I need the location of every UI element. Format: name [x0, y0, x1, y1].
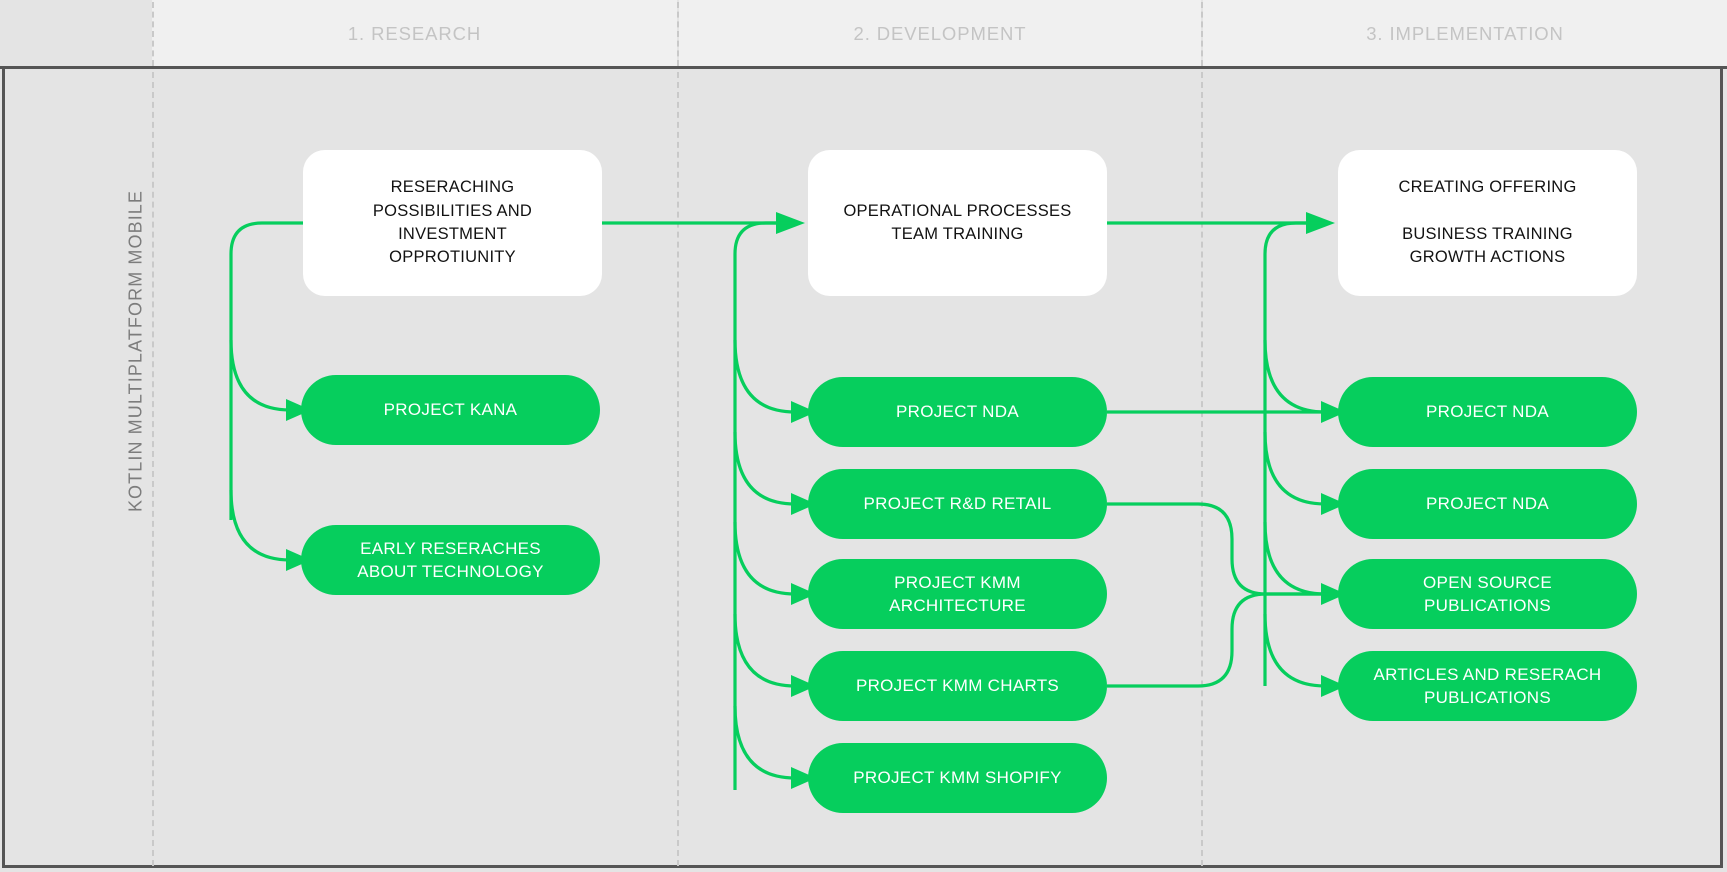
- pill-impl-project-nda-2[interactable]: PROJECT NDA: [1338, 469, 1637, 539]
- header-divider-1: [152, 2, 154, 66]
- pill-dev-project-kmm-shopify[interactable]: PROJECT KMM SHOPIFY: [808, 743, 1107, 813]
- swimlane-divider-3: [1201, 72, 1203, 866]
- pill-impl-open-source-publications-text: OPEN SOURCE PUBLICATIONS: [1423, 572, 1552, 615]
- header-divider-2: [677, 2, 679, 66]
- column-header-band: 1. RESEARCH 2. DEVELOPMENT 3. IMPLEMENTA…: [0, 0, 1727, 68]
- pill-dev-project-kmm-charts-text: PROJECT KMM CHARTS: [855, 676, 1060, 696]
- pill-impl-project-nda-2-text: PROJECT NDA: [1426, 494, 1549, 514]
- column-header-development: 2. DEVELOPMENT: [679, 0, 1201, 68]
- card-implementation-text: CREATING OFFERING BUSINESS TRAINING GROW…: [1398, 178, 1577, 267]
- column-header-implementation: 3. IMPLEMENTATION: [1203, 0, 1727, 68]
- pill-dev-project-rd-retail[interactable]: PROJECT R&D RETAIL: [808, 469, 1107, 539]
- card-implementation[interactable]: CREATING OFFERING BUSINESS TRAINING GROW…: [1338, 150, 1637, 296]
- pill-dev-project-kmm-shopify-text: PROJECT KMM SHOPIFY: [853, 768, 1062, 788]
- pill-impl-open-source-publications[interactable]: OPEN SOURCE PUBLICATIONS: [1338, 559, 1637, 629]
- swimlane-divider-2: [677, 72, 679, 866]
- pill-impl-project-nda-1-text: PROJECT NDA: [1426, 402, 1549, 422]
- pill-dev-project-nda-text: PROJECT NDA: [896, 402, 1019, 422]
- card-research[interactable]: RESERACHING POSSIBILITIES AND INVESTMENT…: [303, 150, 602, 296]
- pill-dev-project-nda[interactable]: PROJECT NDA: [808, 377, 1107, 447]
- pill-dev-project-kmm-charts[interactable]: PROJECT KMM CHARTS: [808, 651, 1107, 721]
- pill-dev-project-rd-retail-text: PROJECT R&D RETAIL: [863, 494, 1052, 514]
- column-header-research: 1. RESEARCH: [152, 0, 677, 68]
- pill-early-reseraches-text: EARLY RESERACHES ABOUT TECHNOLOGY: [357, 538, 544, 581]
- pill-early-reseraches[interactable]: EARLY RESERACHES ABOUT TECHNOLOGY: [301, 525, 600, 595]
- pill-project-kana-text: PROJECT KANA: [383, 400, 518, 420]
- pill-dev-project-kmm-architecture-text: PROJECT KMM ARCHITECTURE: [889, 572, 1026, 615]
- pill-impl-project-nda-1[interactable]: PROJECT NDA: [1338, 377, 1637, 447]
- card-development-text: OPERATIONAL PROCESSES TEAM TRAINING: [843, 201, 1072, 243]
- header-bottom-rule: [0, 66, 1727, 69]
- card-development[interactable]: OPERATIONAL PROCESSES TEAM TRAINING: [808, 150, 1107, 296]
- pill-impl-articles-reserach-publications-text: ARTICLES AND RESERACH PUBLICATIONS: [1373, 664, 1602, 707]
- side-label-kmm: KOTLIN MULTIPLATFORM MOBILE: [125, 189, 146, 512]
- pill-dev-project-kmm-architecture[interactable]: PROJECT KMM ARCHITECTURE: [808, 559, 1107, 629]
- header-divider-3: [1201, 2, 1203, 66]
- pill-project-kana[interactable]: PROJECT KANA: [301, 375, 600, 445]
- header-corner-spacer: [0, 0, 152, 68]
- card-research-text: RESERACHING POSSIBILITIES AND INVESTMENT…: [372, 178, 533, 267]
- swimlane-divider-1: [152, 72, 154, 866]
- side-label-wrapper: KOTLIN MULTIPLATFORM MOBILE: [78, 189, 146, 511]
- pill-impl-articles-reserach-publications[interactable]: ARTICLES AND RESERACH PUBLICATIONS: [1338, 651, 1637, 721]
